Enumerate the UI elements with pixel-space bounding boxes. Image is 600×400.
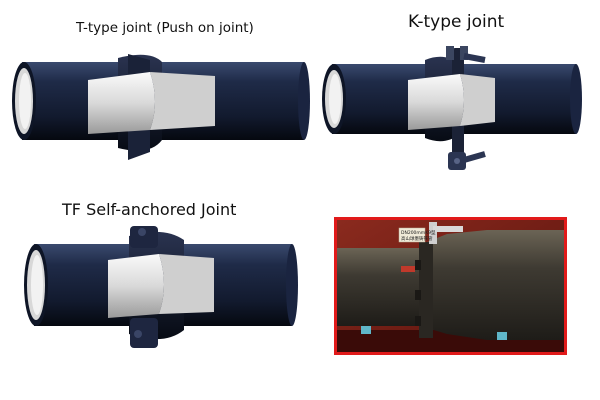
tf-self-anchored-joint-illustration xyxy=(24,226,298,348)
k-type-joint-label: K-type joint xyxy=(408,12,505,32)
photo-tag-line-1: DN200mmK9型 xyxy=(401,229,436,236)
photo-tag-line-2: 高山球墨铸铁管 xyxy=(401,235,433,242)
k-type-joint-illustration xyxy=(322,46,582,170)
pipe-joint-photo: DN200mmK9型 高山球墨铸铁管 xyxy=(334,217,567,355)
t-type-joint-label: T-type joint (Push on joint) xyxy=(76,20,254,36)
tf-self-anchored-joint-label: TF Self-anchored Joint xyxy=(62,200,237,219)
t-type-joint-illustration xyxy=(12,54,310,160)
